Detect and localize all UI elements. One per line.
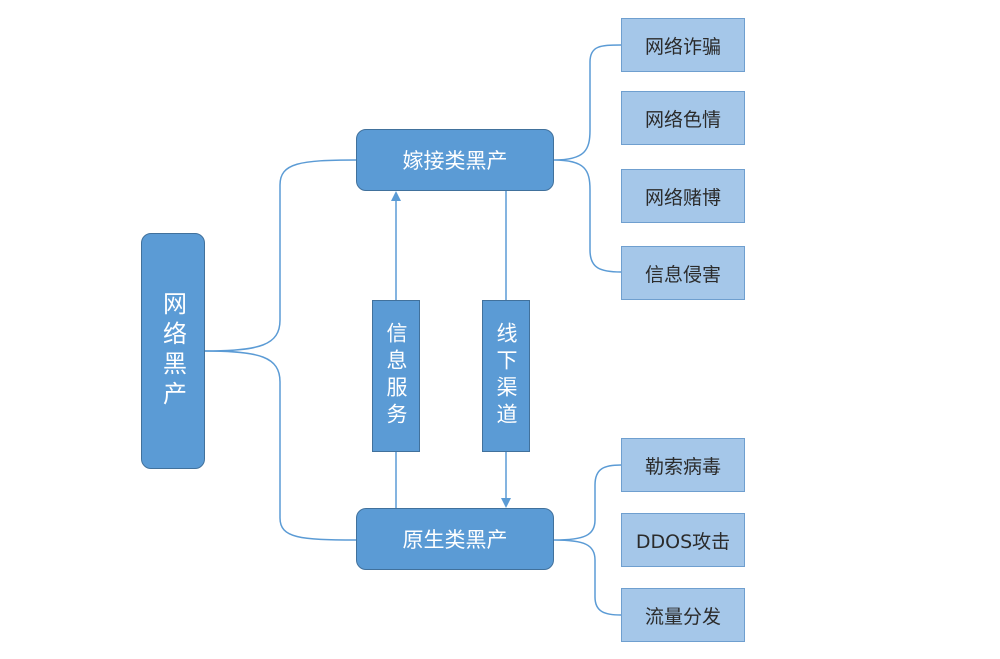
- leaf-ddos: DDOS攻击: [621, 513, 745, 567]
- root-to-bottom-connector: [204, 350, 357, 541]
- hub-native: 原生类黑产: [356, 508, 554, 570]
- leaf-network-fraud: 网络诈骗: [621, 18, 745, 72]
- leaf-ransomware: 勒索病毒: [621, 438, 745, 492]
- hub-grafted: 嫁接类黑产: [356, 129, 554, 191]
- leaf-traffic-distribution: 流量分发: [621, 588, 745, 642]
- info-service-arrowhead: [391, 191, 401, 201]
- leaf-network-porn: 网络色情: [621, 91, 745, 145]
- bottom-hub-to-leaves-connector: [553, 464, 622, 616]
- leaf-info-infringement: 信息侵害: [621, 246, 745, 300]
- link-offline-channel: 线下渠道: [482, 300, 530, 452]
- top-hub-to-leaves-connector: [553, 44, 622, 273]
- root-to-top-connector: [204, 159, 357, 352]
- offline-channel-arrowhead: [501, 498, 511, 508]
- leaf-network-gambling: 网络赌博: [621, 169, 745, 223]
- link-info-service: 信息服务: [372, 300, 420, 452]
- root-node: 网络黑产: [141, 233, 205, 469]
